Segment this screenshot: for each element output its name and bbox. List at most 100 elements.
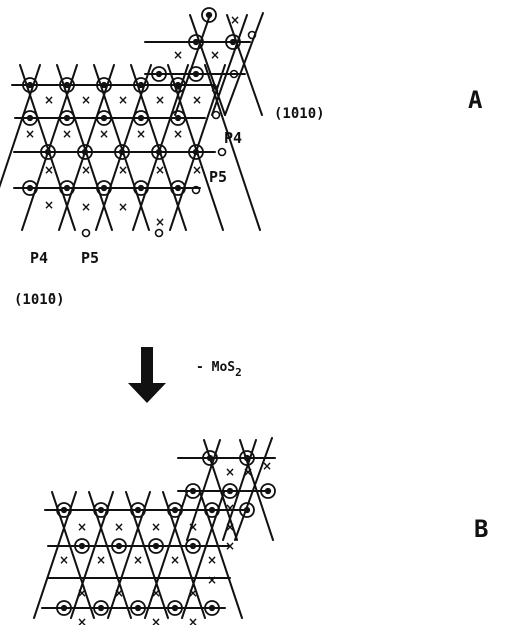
mo-atom: [59, 180, 75, 196]
x-site-mark: ×: [188, 586, 198, 600]
mo-atom: [96, 110, 112, 126]
x-site-mark: ×: [118, 93, 128, 107]
x-site-mark: ×: [155, 215, 165, 229]
x-site-mark: ×: [77, 615, 87, 625]
bond-line: [169, 64, 226, 231]
x-site-mark: ×: [44, 93, 54, 107]
x-site-mark: ×: [188, 615, 198, 625]
x-site-mark: ×: [62, 127, 72, 141]
x-site-mark: ×: [192, 93, 202, 107]
mo-atom: [133, 110, 149, 126]
mo-atom: [74, 538, 90, 554]
x-site-mark: ×: [173, 48, 183, 62]
s-atom: [217, 147, 227, 157]
mo-atom: [111, 538, 127, 554]
x-site-mark: ×: [230, 13, 240, 27]
x-site-mark: ×: [118, 200, 128, 214]
x-site-mark: ×: [118, 163, 128, 177]
bond-line: [33, 491, 77, 619]
bond-line: [70, 491, 114, 619]
mo-atom: [93, 502, 109, 518]
x-site-mark: ×: [173, 81, 183, 95]
x-site-mark: ×: [225, 539, 235, 553]
s-atom: [191, 185, 201, 195]
mo-atom: [96, 77, 112, 93]
mo-atom: [56, 600, 72, 616]
mo-atom: [133, 77, 149, 93]
mo-atom: [204, 600, 220, 616]
x-site-mark: ×: [210, 48, 220, 62]
x-site-mark: ×: [133, 553, 143, 567]
x-site-mark: ×: [81, 163, 91, 177]
s-atom: [154, 228, 164, 238]
bond-line: [181, 491, 225, 619]
edge-label-top-right: (1̄010): [274, 106, 325, 122]
x-site-mark: ×: [99, 127, 109, 141]
x-site-mark: ×: [136, 127, 146, 141]
s-atom: [229, 69, 239, 79]
x-site-mark: ×: [25, 127, 35, 141]
reaction-label: - MoS2: [196, 360, 242, 379]
mo-atom: [170, 110, 186, 126]
mo-atom: [114, 144, 130, 160]
x-site-mark: ×: [44, 163, 54, 177]
p5-label-bottom: P5: [81, 249, 99, 267]
s-atom: [247, 30, 257, 40]
x-site-mark: ×: [188, 520, 198, 534]
panel-b-label: B: [474, 515, 488, 543]
mo-atom: [202, 450, 218, 466]
mo-atom: [170, 77, 186, 93]
mo-atom: [59, 77, 75, 93]
mo-atom: [239, 450, 255, 466]
mo-atom: [225, 34, 241, 50]
x-site-mark: ×: [243, 465, 253, 479]
x-site-mark: ×: [225, 465, 235, 479]
x-site-mark: ×: [173, 127, 183, 141]
mo-atom: [185, 538, 201, 554]
lattice-panel-a: ××××××××××××××××××××××××: [0, 7, 264, 238]
bond-line: [189, 14, 226, 116]
mo-atom: [22, 180, 38, 196]
bond-line: [125, 491, 169, 619]
mo-atom: [93, 600, 109, 616]
lattice-panel-b: ×××××××××××××××××××××××: [33, 437, 276, 625]
x-site-mark: ×: [114, 586, 124, 600]
x-site-mark: ×: [155, 93, 165, 107]
x-site-mark: ×: [77, 586, 87, 600]
x-site-mark: ×: [59, 553, 69, 567]
mo-atom: [239, 502, 255, 518]
x-site-mark: ×: [207, 553, 217, 567]
mo-atom: [130, 600, 146, 616]
down-arrow-icon: [128, 347, 166, 403]
bond-line: [234, 437, 273, 541]
mo-atom: [22, 77, 38, 93]
x-site-mark: ×: [170, 553, 180, 567]
x-site-mark: ×: [151, 520, 161, 534]
mo-atom: [77, 144, 93, 160]
edge-label-bottom-left: (101̄0): [14, 292, 65, 308]
bond-line: [162, 491, 206, 619]
mo-atom: [130, 502, 146, 518]
x-site-mark: ×: [262, 459, 272, 473]
mo-atom: [133, 180, 149, 196]
s-atom: [81, 228, 91, 238]
x-site-mark: ×: [225, 520, 235, 534]
p4-label-right: P4: [224, 129, 242, 147]
x-site-mark: ×: [81, 93, 91, 107]
x-site-mark: ×: [151, 586, 161, 600]
mo-atom: [167, 600, 183, 616]
mo-atom: [204, 502, 220, 518]
mo-atom: [167, 502, 183, 518]
x-site-mark: ×: [192, 163, 202, 177]
mo-atom: [185, 483, 201, 499]
mo-atom: [151, 66, 167, 82]
mo-atom: [59, 110, 75, 126]
mo-atom: [260, 483, 276, 499]
x-site-mark: ×: [96, 553, 106, 567]
x-site-mark: ×: [207, 573, 217, 587]
mo-atom: [151, 144, 167, 160]
mo-atom: [188, 66, 204, 82]
mo-atom: [188, 34, 204, 50]
s-atom: [211, 110, 221, 120]
